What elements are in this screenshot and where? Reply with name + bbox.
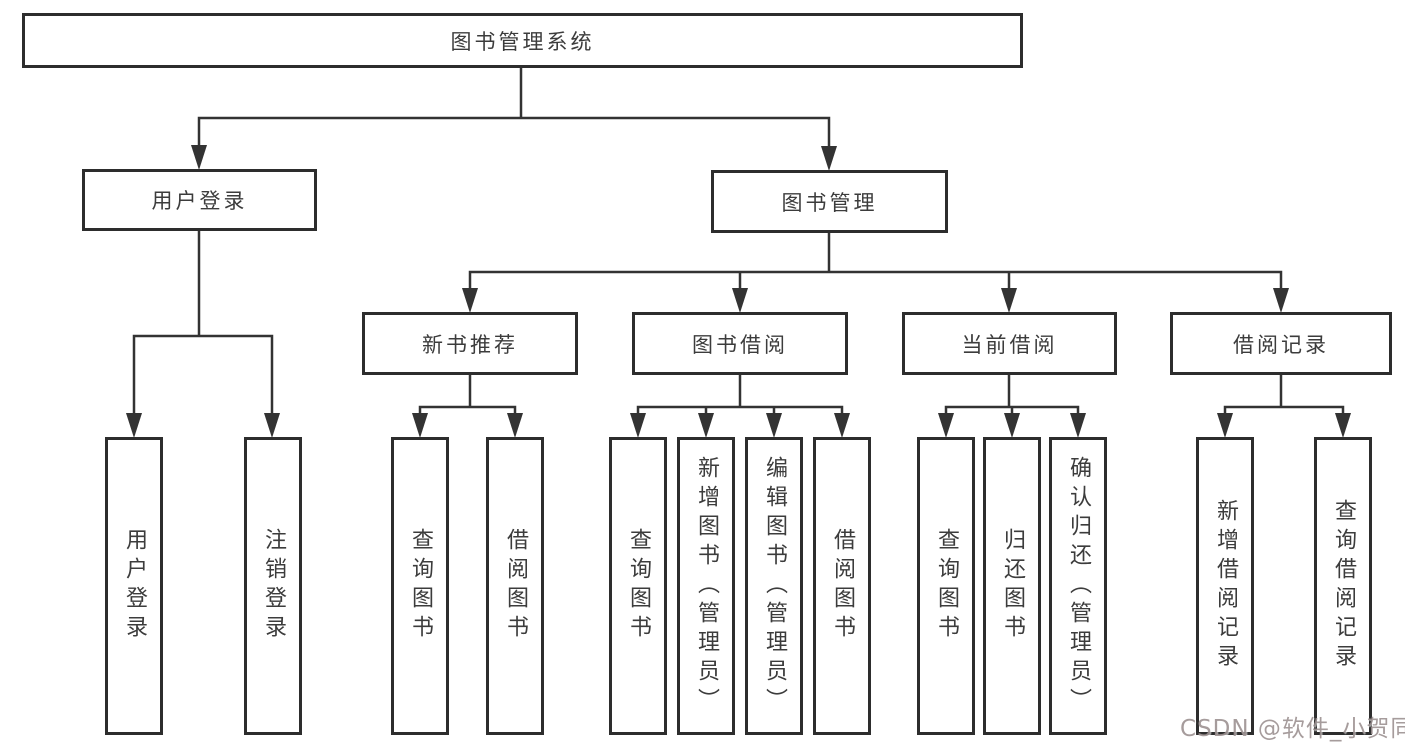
leaf-add-borrow-record-label: 新增借阅记录: [1213, 499, 1238, 673]
root-node-label: 图书管理系统: [450, 29, 595, 54]
leaf-query-borrow-record-label: 查询借阅记录: [1331, 499, 1356, 673]
node-current-borrowing-label: 当前借阅: [961, 332, 1058, 357]
leaf-edit-book-admin-label: 编辑图书（管理员）: [762, 455, 787, 717]
node-new-book-recommendation-label: 新书推荐: [422, 332, 518, 357]
leaf-query-book-borrowing-label: 查询图书: [626, 528, 651, 644]
node-book-borrowing-label: 图书借阅: [692, 332, 788, 357]
leaf-confirm-return-admin: 确认归还（管理员）: [1049, 437, 1107, 735]
node-current-borrowing: 当前借阅: [902, 312, 1117, 375]
leaf-logout-label: 注销登录: [261, 528, 286, 644]
leaf-logout: 注销登录: [244, 437, 302, 735]
leaf-query-book-recommend-label: 查询图书: [408, 528, 433, 644]
arrowheads: [126, 145, 1351, 438]
leaf-borrow-book-recommend: 借阅图书: [486, 437, 544, 735]
root-node: 图书管理系统: [22, 13, 1023, 68]
leaf-query-book-current-label: 查询图书: [934, 528, 959, 644]
branch-book-management-label: 图书管理: [781, 190, 878, 215]
branch-user-login-label: 用户登录: [151, 189, 248, 213]
leaf-add-book-admin: 新增图书（管理员）: [677, 437, 735, 735]
leaf-borrow-book-recommend-label: 借阅图书: [503, 528, 528, 644]
branch-user-login: 用户登录: [82, 169, 317, 231]
leaf-confirm-return-admin-label: 确认归还（管理员）: [1066, 455, 1091, 717]
leaf-query-book-current: 查询图书: [917, 437, 975, 735]
leaf-query-borrow-record: 查询借阅记录: [1314, 437, 1372, 735]
node-book-borrowing: 图书借阅: [632, 312, 848, 375]
leaf-add-borrow-record: 新增借阅记录: [1196, 437, 1254, 735]
node-borrowing-records: 借阅记录: [1170, 312, 1392, 375]
leaf-return-book: 归还图书: [983, 437, 1041, 735]
leaf-edit-book-admin: 编辑图书（管理员）: [745, 437, 803, 735]
leaf-return-book-label: 归还图书: [1000, 528, 1025, 644]
leaf-user-login: 用户登录: [105, 437, 163, 735]
leaf-borrow-book-borrowing-label: 借阅图书: [830, 528, 855, 644]
leaf-borrow-book-borrowing: 借阅图书: [813, 437, 871, 735]
leaf-user-login-label: 用户登录: [122, 528, 147, 644]
leaf-query-book-borrowing: 查询图书: [609, 437, 667, 735]
node-new-book-recommendation: 新书推荐: [362, 312, 578, 375]
node-borrowing-records-label: 借阅记录: [1233, 332, 1329, 357]
leaf-query-book-recommend: 查询图书: [391, 437, 449, 735]
branch-book-management: 图书管理: [711, 170, 948, 233]
leaf-add-book-admin-label: 新增图书（管理员）: [694, 455, 719, 717]
csdn-watermark: CSDN @软件_小贺同学: [1180, 716, 1405, 742]
